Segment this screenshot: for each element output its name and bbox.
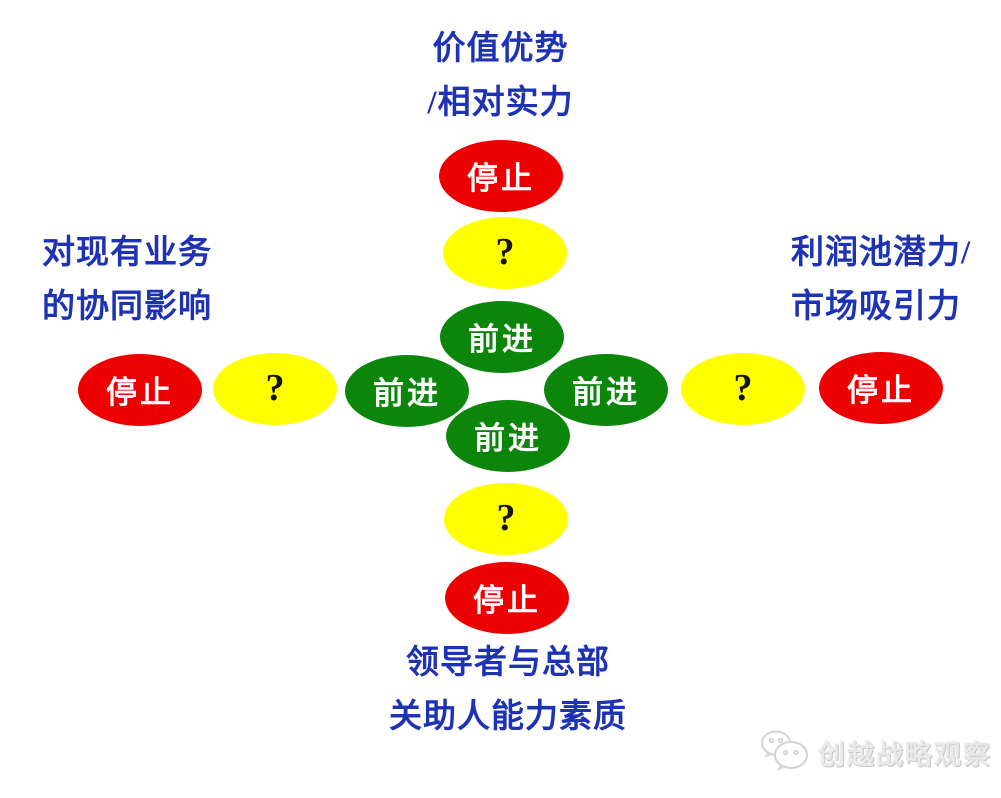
ellipse-bottom-question: ? xyxy=(444,483,568,555)
axis-label-right-line2: 市场吸引力 xyxy=(791,289,961,325)
axis-label-left-line2: 的协同影响 xyxy=(42,289,212,325)
ellipse-bottom-question-label: ? xyxy=(496,497,516,539)
watermark: 创越战略观察 xyxy=(758,729,992,775)
ellipse-bottom-stop: 停止 xyxy=(445,562,569,634)
axis-label-right: 利润池潜力/ 市场吸引力 xyxy=(791,226,971,334)
axis-label-left-line1: 对现有业务 xyxy=(42,235,212,271)
ellipse-right-stop: 停止 xyxy=(819,352,943,424)
ellipse-top-question-label: ? xyxy=(495,231,515,273)
ellipse-bottom-stop-label: 停止 xyxy=(473,582,541,618)
ellipse-bottom-go: 前进 xyxy=(446,400,570,472)
ellipse-top-stop-label: 停止 xyxy=(467,160,535,196)
ellipse-right-go: 前进 xyxy=(544,354,668,426)
ellipse-top-question: ? xyxy=(443,217,567,289)
axis-label-bottom-line1: 领导者与总部 xyxy=(406,645,610,681)
ellipse-top-go: 前进 xyxy=(440,301,564,373)
axis-label-top: 价值优势 /相对实力 xyxy=(0,22,1001,130)
axis-label-right-line1: 利润池潜力/ xyxy=(791,235,972,271)
axis-label-top-line2: /相对实力 xyxy=(427,85,574,121)
ellipse-left-stop-label: 停止 xyxy=(106,374,174,410)
ellipse-top-stop: 停止 xyxy=(439,140,563,212)
ellipse-top-go-label: 前进 xyxy=(468,321,536,357)
ellipse-left-go: 前进 xyxy=(345,355,469,427)
ellipse-right-question: ? xyxy=(681,353,805,425)
ellipse-right-question-label: ? xyxy=(733,367,753,409)
ellipse-left-question: ? xyxy=(213,353,337,425)
wechat-icon xyxy=(761,730,808,771)
axis-label-left: 对现有业务 的协同影响 xyxy=(42,226,212,334)
axis-label-bottom-line2: 关助人能力素质 xyxy=(389,699,627,735)
axis-label-top-line1: 价值优势 xyxy=(432,31,569,67)
ellipse-left-stop: 停止 xyxy=(78,354,202,426)
ellipse-left-question-label: ? xyxy=(265,367,285,409)
axis-label-bottom: 领导者与总部 关助人能力素质 xyxy=(0,636,1001,744)
watermark-text: 创越战略观察 xyxy=(818,739,992,770)
ellipse-left-go-label: 前进 xyxy=(373,375,441,411)
ellipse-right-go-label: 前进 xyxy=(572,374,640,410)
ellipse-right-stop-label: 停止 xyxy=(847,372,915,408)
ellipse-bottom-go-label: 前进 xyxy=(474,420,542,456)
